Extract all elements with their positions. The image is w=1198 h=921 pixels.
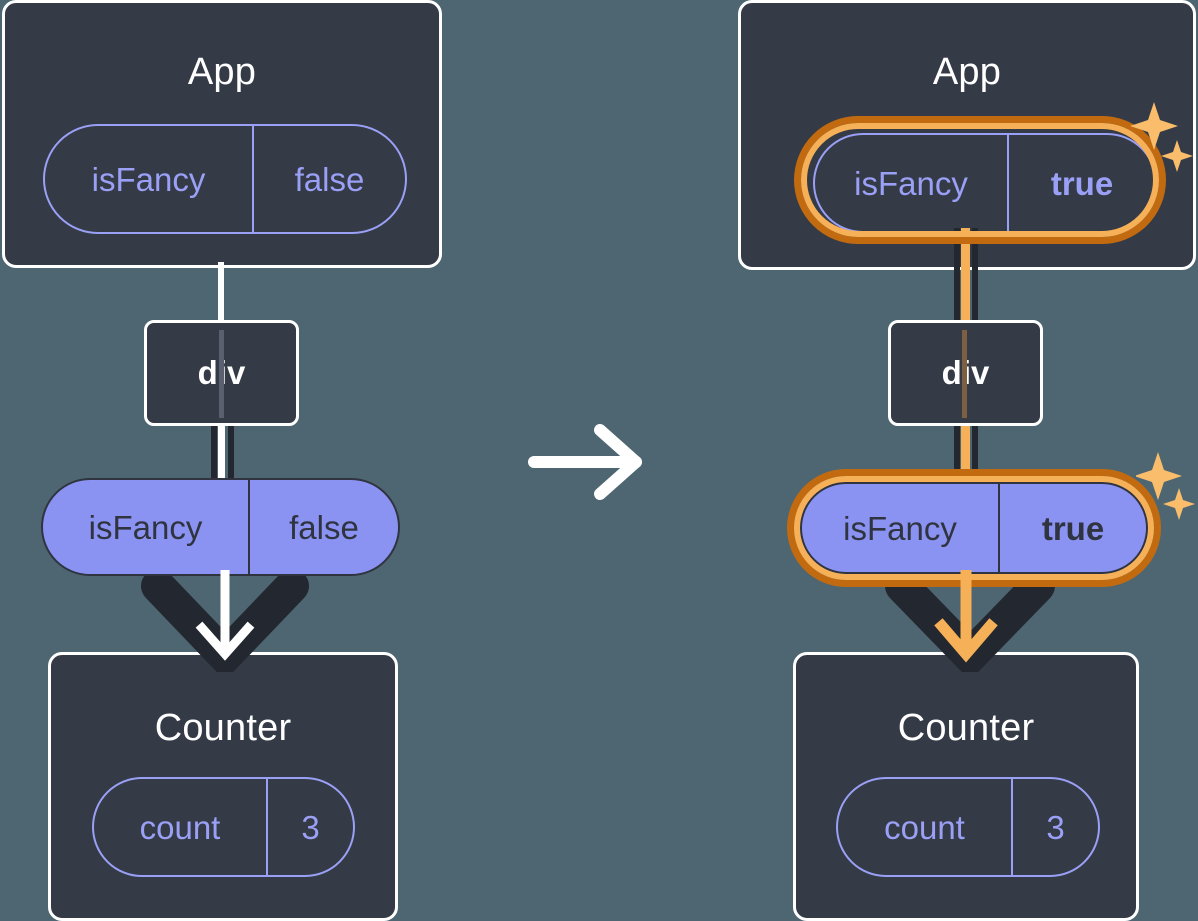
counter-panel-after: Counter count 3 — [793, 652, 1139, 921]
app-prop-value-before: false — [252, 126, 405, 232]
inner-arrow-after — [931, 570, 1001, 666]
app-prop-value-after: true — [1007, 135, 1155, 231]
counter-panel-title-after: Counter — [897, 707, 1035, 749]
rail-orange-after-bottom — [961, 424, 970, 482]
counter-state-pill-after: count 3 — [836, 777, 1100, 877]
rail-dark-right-after-top — [972, 228, 978, 328]
rail-dark-left-after-top — [954, 228, 960, 328]
rail-orange-after-top — [961, 228, 970, 328]
prop-pill-key-after: isFancy — [843, 509, 957, 547]
counter-state-key-after: count — [884, 808, 965, 846]
sparkle-icon-app-after — [1128, 100, 1198, 180]
rail-dark-right-after-bottom — [972, 424, 978, 482]
app-prop-key-before: isFancy — [91, 160, 206, 198]
inner-arrow-before — [190, 570, 260, 666]
counter-state-key-before: count — [139, 808, 221, 846]
app-prop-pill-after: isFancy true — [813, 133, 1157, 233]
counter-state-value-before: 3 — [266, 779, 353, 875]
prop-pill-value-before: false — [248, 480, 398, 574]
app-panel-after: App isFancy true — [738, 0, 1196, 270]
app-prop-key-after: isFancy — [854, 164, 968, 202]
connector-app-to-div-before — [218, 262, 224, 324]
app-panel-title-before: App — [187, 51, 257, 93]
counter-panel-before: Counter count 3 — [48, 652, 398, 921]
prop-pill-after: isFancy true — [800, 482, 1148, 574]
app-prop-pill-before: isFancy false — [43, 124, 407, 234]
rail-dark-right-before — [228, 424, 234, 480]
app-panel-before: App isFancy false — [2, 0, 442, 268]
prop-pill-before: isFancy false — [41, 478, 400, 576]
rail-dark-left-after-bottom — [954, 424, 960, 482]
div-passthrough-line-after — [962, 330, 967, 418]
counter-panel-title-before: Counter — [154, 707, 292, 749]
rail-white-before — [218, 424, 225, 480]
prop-pill-value-after: true — [998, 484, 1146, 572]
counter-state-value-after: 3 — [1011, 779, 1098, 875]
counter-state-pill-before: count 3 — [92, 777, 355, 877]
rail-dark-left-before — [211, 424, 217, 480]
sparkle-icon-prop-after — [1136, 450, 1198, 530]
prop-pill-key-before: isFancy — [88, 508, 203, 546]
div-passthrough-line-before — [219, 330, 224, 418]
transition-arrow — [528, 424, 648, 500]
app-panel-title-after: App — [932, 51, 1002, 93]
